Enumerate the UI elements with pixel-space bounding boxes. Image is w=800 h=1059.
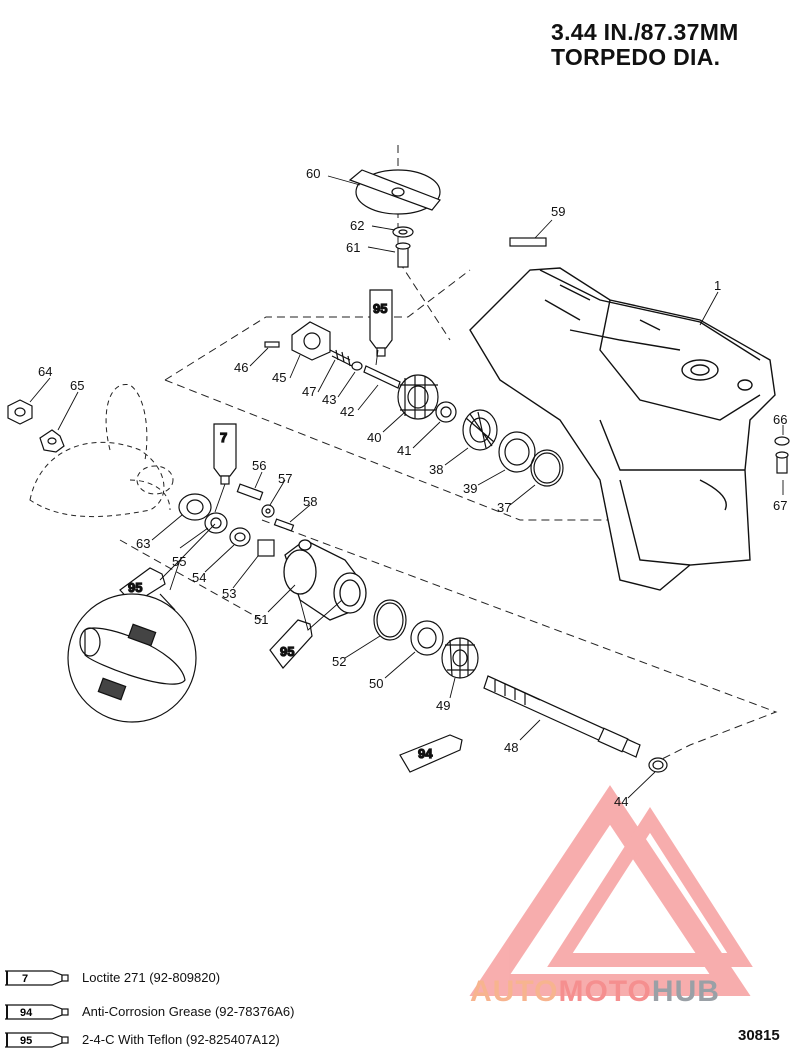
callout-40: 40 (367, 430, 381, 445)
legend-row: 95 2-4-C With Teflon (92-825407A12) (4, 1030, 404, 1050)
callout-55: 55 (172, 554, 186, 569)
watermark-text: AUTOMOTOHUB (470, 975, 720, 1009)
pinion-gear-set (397, 374, 564, 487)
callout-44: 44 (614, 794, 628, 809)
title-line-1: 3.44 IN./87.37MM (551, 19, 739, 45)
assembly-outline (119, 145, 778, 761)
callout-50: 50 (369, 676, 383, 691)
callout-62: 62 (350, 218, 364, 233)
lube-tube-94: 94 (399, 734, 463, 773)
callout-51: 51 (254, 612, 268, 627)
shift-components (264, 321, 401, 389)
legend-text: 2-4-C With Teflon (92-825407A12) (82, 1032, 280, 1047)
callout-49: 49 (436, 698, 450, 713)
trim-screw (774, 436, 790, 474)
legend-row: 7 Loctite 271 (92-809820) (4, 968, 404, 988)
watermark-logo (469, 785, 753, 996)
gear-housing (469, 267, 776, 591)
callout-60: 60 (306, 166, 320, 181)
watermark-part-1: AUTO (470, 975, 559, 1008)
callout-64: 64 (38, 364, 52, 379)
legend-text: Anti-Corrosion Grease (92-78376A6) (82, 1004, 295, 1019)
callout-45: 45 (272, 370, 286, 385)
callout-46: 46 (234, 360, 248, 375)
callout-58: 58 (303, 494, 317, 509)
lube-tube-7: 7 (213, 423, 237, 485)
callout-63: 63 (136, 536, 150, 551)
detail-magnifier (67, 593, 197, 723)
lube-tube-label: 95 (373, 301, 387, 316)
page-title: 3.44 IN./87.37MM TORPEDO DIA. (551, 20, 739, 70)
callout-43: 43 (322, 392, 336, 407)
callout-41: 41 (397, 443, 411, 458)
lube-tube-label: 7 (220, 430, 227, 445)
legend-tube-icon: 7 (5, 970, 69, 986)
figure-number: 30815 (738, 1027, 780, 1044)
anode-assembly (348, 169, 441, 268)
callout-1: 1 (714, 278, 721, 293)
callout-42: 42 (340, 404, 354, 419)
title-line-2: TORPEDO DIA. (551, 44, 721, 70)
callout-65: 65 (70, 378, 84, 393)
callout-numbers: 60 59 62 61 1 46 45 47 43 42 40 41 38 39… (38, 166, 787, 809)
callout-67: 67 (773, 498, 787, 513)
prop-nut (7, 399, 65, 453)
callout-52: 52 (332, 654, 346, 669)
lube-tube-95-mid: 95 (269, 619, 313, 669)
callout-54: 54 (192, 570, 206, 585)
legend-tube-icon: 94 (5, 1004, 69, 1020)
lube-tube-label: 95 (280, 644, 294, 659)
callout-61: 61 (346, 240, 360, 255)
callout-53: 53 (222, 586, 236, 601)
callout-39: 39 (463, 481, 477, 496)
cam-components (236, 483, 295, 532)
callout-66: 66 (773, 412, 787, 427)
legend-code: 94 (20, 1007, 33, 1019)
lube-tube-label: 95 (128, 580, 142, 595)
legend-code: 7 (22, 973, 28, 985)
callout-37: 37 (497, 500, 511, 515)
callout-59: 59 (551, 204, 565, 219)
callout-56: 56 (252, 458, 266, 473)
leader-lines (29, 175, 784, 799)
lube-tube-label: 94 (418, 746, 433, 761)
reverse-gear-set (373, 599, 479, 679)
bearing-carrier-seals (178, 493, 275, 557)
legend-tube-icon: 95 (5, 1032, 69, 1048)
lube-tube-95-top: 95 (369, 289, 393, 357)
bearing-carrier (283, 539, 367, 621)
legend-row: 94 Anti-Corrosion Grease (92-78376A6) (4, 1002, 404, 1022)
callout-47: 47 (302, 384, 316, 399)
watermark-part-2: MOTO (558, 975, 652, 1008)
legend-text: Loctite 271 (92-809820) (82, 970, 221, 985)
propeller-shaft (483, 675, 668, 773)
legend-code: 95 (20, 1035, 32, 1047)
key-part (509, 237, 547, 247)
callout-38: 38 (429, 462, 443, 477)
callout-57: 57 (278, 471, 292, 486)
watermark-part-3: HUB (651, 975, 720, 1008)
propeller-outline (29, 384, 174, 518)
callout-48: 48 (504, 740, 518, 755)
